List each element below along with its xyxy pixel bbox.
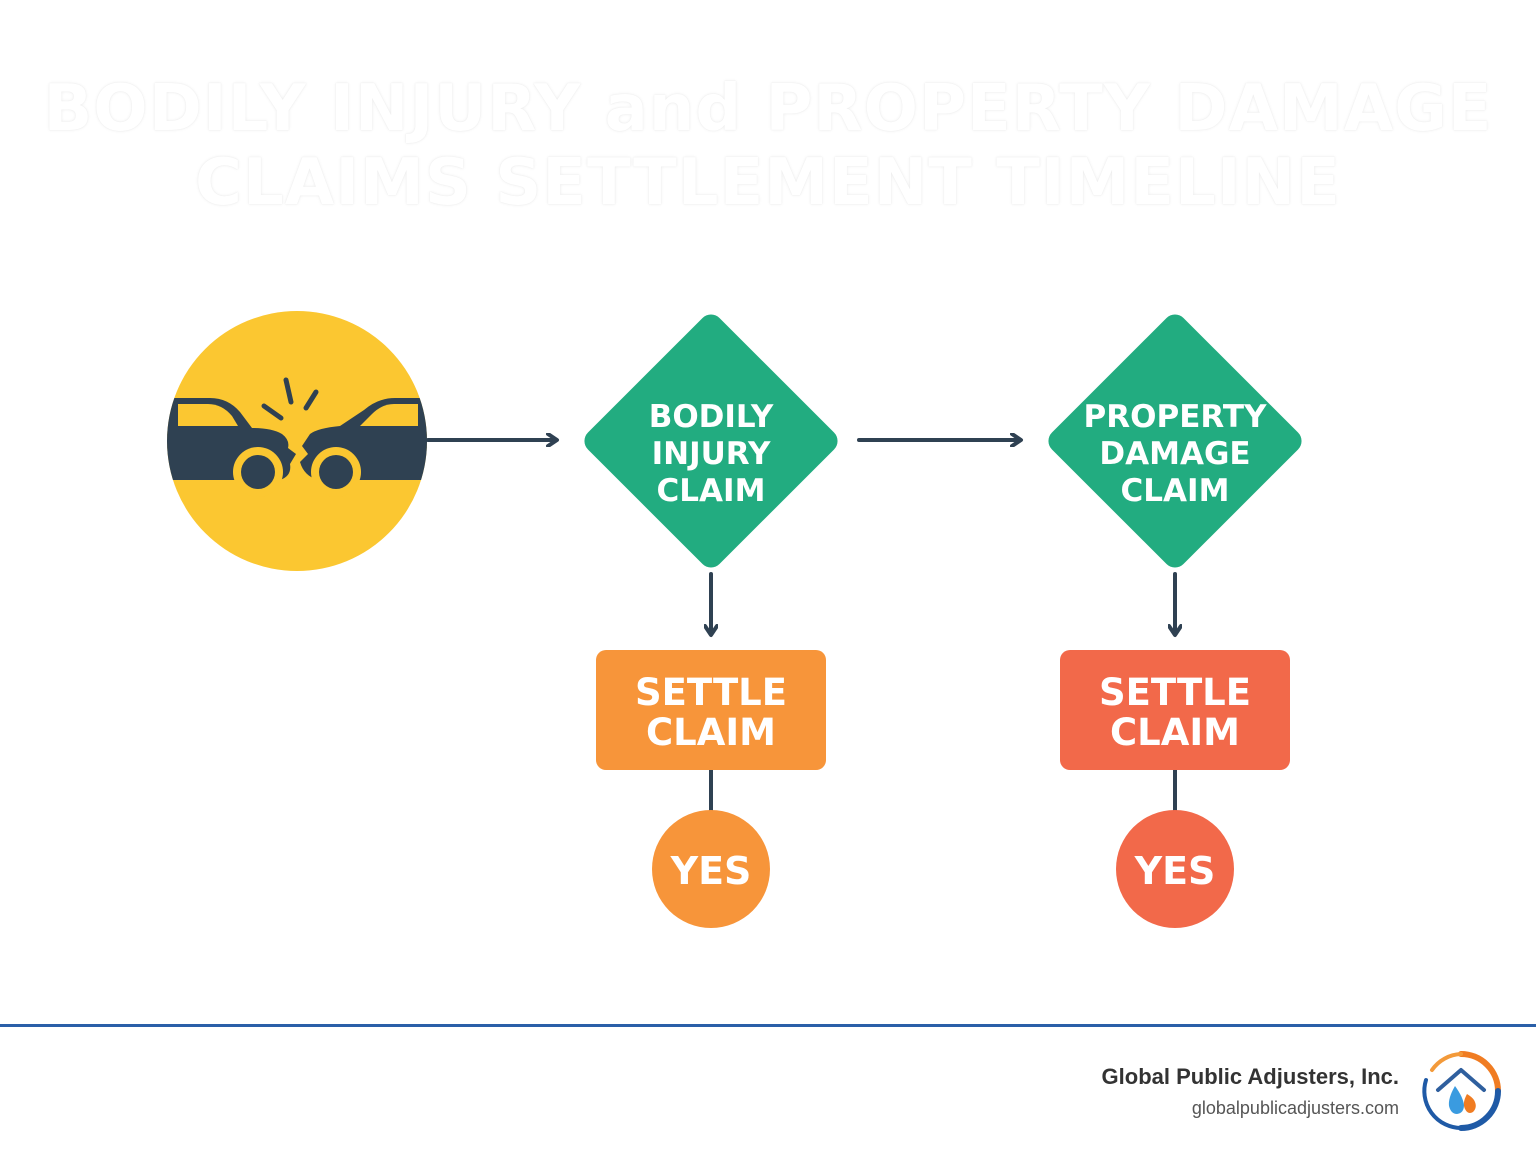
property-line-2: DAMAGE [1099,436,1250,472]
settle-property-line-1: SETTLE [1099,671,1251,714]
property-line-3: CLAIM [1121,473,1230,509]
settle-claim-bodily-box [596,650,826,770]
property-damage-node: PROPERTY DAMAGE CLAIM [1048,314,1302,568]
connectors [426,440,1175,814]
property-damage-diamond [1048,314,1302,568]
yes-bodily-circle [652,810,770,928]
footer-url: globalpublicadjusters.com [1191,1098,1399,1118]
bodily-injury-node: BODILY INJURY CLAIM [584,314,838,568]
property-line-1: PROPERTY [1084,399,1267,435]
house-flame-drop-logo-icon [1422,1051,1501,1131]
settle-claim-property-box [1060,650,1290,770]
car-crash-node [167,311,427,571]
yes-bodily-node: YES [652,810,770,928]
bodily-line-3: CLAIM [657,473,766,509]
settle-claim-bodily-node: SETTLE CLAIM [596,650,826,770]
start-circle [167,311,427,571]
settle-property-line-2: CLAIM [1110,711,1240,754]
bodily-injury-diamond [584,314,838,568]
flow-diagram: BODILY INJURY CLAIM PROPERTY DAMAGE CLAI… [167,311,1302,928]
settle-bodily-line-2: CLAIM [646,711,776,754]
bodily-line-2: INJURY [652,436,771,472]
settle-claim-property-node: SETTLE CLAIM [1060,650,1290,770]
footer-divider [0,1024,1536,1027]
settle-bodily-line-1: SETTLE [635,671,787,714]
title-line-2: CLAIMS SETTLEMENT TIMELINE [195,146,1341,220]
yes-property-label: YES [1134,849,1216,893]
yes-property-circle [1116,810,1234,928]
yes-property-node: YES [1116,810,1234,928]
yes-bodily-label: YES [670,849,752,893]
footer-company-name: Global Public Adjusters, Inc. [1101,1064,1399,1089]
bodily-line-1: BODILY [649,399,774,435]
page-title: BODILY INJURY and PROPERTY DAMAGE CLAIMS… [0,72,1536,220]
car-crash-icon [167,377,427,497]
title-line-1: BODILY INJURY and PROPERTY DAMAGE [43,72,1493,146]
